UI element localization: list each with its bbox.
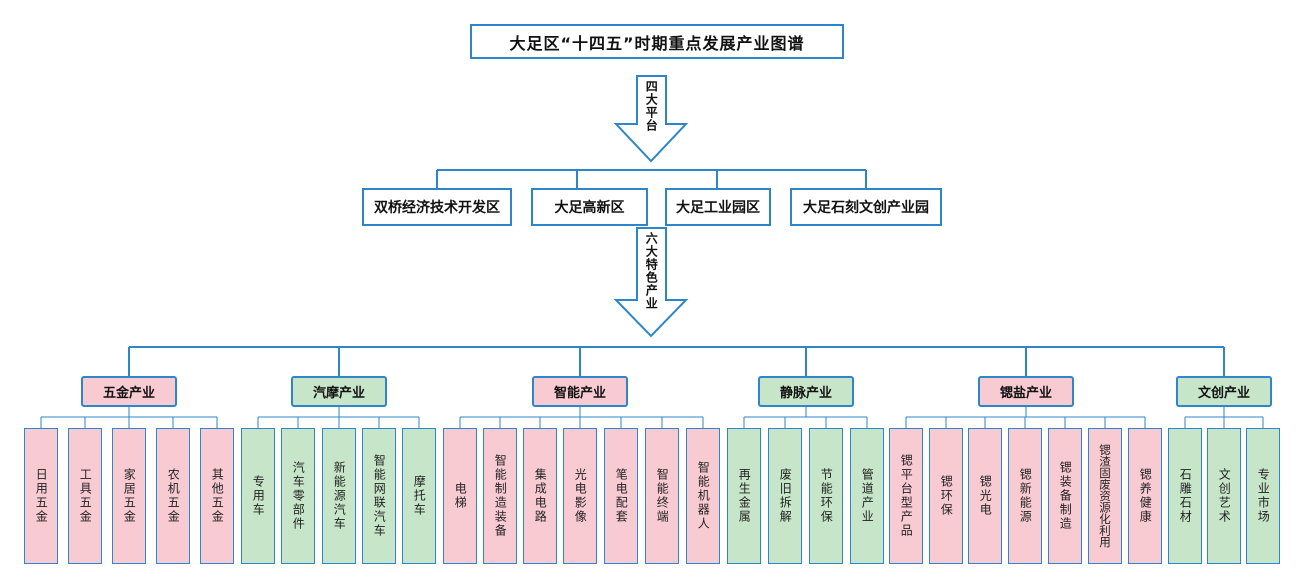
- leaf-item: 家居五金: [112, 428, 146, 564]
- leaf-label: 锶新能源: [1018, 468, 1033, 524]
- leaf-item: 管道产业: [850, 428, 884, 564]
- leaf-label: 新能源汽车: [332, 461, 347, 531]
- leaf-label: 锶环保: [939, 475, 954, 517]
- leaf-item: 文创艺术: [1207, 428, 1241, 564]
- leaf-item: 农机五金: [156, 428, 190, 564]
- platform-shike: 大足石刻文创产业园: [790, 188, 942, 226]
- leaf-item: 智能机器人: [686, 428, 720, 564]
- leaf-item: 新能源汽车: [322, 428, 356, 564]
- leaf-item: 智能终端: [645, 428, 679, 564]
- leaf-label: 智能制造装备: [493, 454, 508, 538]
- platform-gaoxin: 大足高新区: [531, 188, 648, 226]
- leaf-label: 再生金属: [737, 468, 752, 524]
- leaf-label: 农机五金: [166, 468, 181, 524]
- leaf-label: 笔电配套: [614, 468, 629, 524]
- platform-gongye: 大足工业园区: [665, 188, 771, 226]
- leaf-item: 锶光电: [968, 428, 1002, 564]
- leaf-label: 智能机器人: [696, 461, 711, 531]
- leaf-item: 笔电配套: [604, 428, 638, 564]
- leaf-item: 智能制造装备: [483, 428, 517, 564]
- leaf-label: 其他五金: [210, 468, 225, 524]
- leaf-item: 智能网联汽车: [362, 428, 396, 564]
- arrow-down-icon: [613, 227, 689, 338]
- leaf-label: 锶养健康: [1138, 468, 1153, 524]
- leaf-label: 文创艺术: [1217, 468, 1232, 524]
- leaf-label: 锶装备制造: [1058, 461, 1073, 531]
- leaf-label: 日用五金: [34, 468, 49, 524]
- leaf-label: 锶平台型产品: [899, 454, 914, 538]
- leaf-item: 光电影像: [563, 428, 597, 564]
- arrow-label-industries: 六大特色产业: [644, 232, 659, 310]
- leaf-label: 光电影像: [573, 468, 588, 524]
- leaf-label: 摩托车: [412, 475, 427, 517]
- leaf-label: 锶光电: [978, 475, 993, 517]
- leaf-item: 集成电路: [523, 428, 557, 564]
- leaf-label: 管道产业: [860, 468, 875, 524]
- leaf-item: 节能环保: [809, 428, 843, 564]
- leaf-label: 智能网联汽车: [372, 454, 387, 538]
- leaf-item: 电梯: [443, 428, 477, 564]
- category-jingmai: 静脉产业: [758, 376, 854, 407]
- leaf-label: 专用车: [251, 475, 266, 517]
- leaf-item: 汽车零部件: [281, 428, 315, 564]
- leaf-label: 节能环保: [819, 468, 834, 524]
- leaf-item: 其他五金: [200, 428, 234, 564]
- leaf-label: 废旧拆解: [778, 468, 793, 524]
- leaf-item: 锶环保: [929, 428, 963, 564]
- leaf-item: 再生金属: [727, 428, 761, 564]
- category-zhineng: 智能产业: [532, 376, 628, 407]
- leaf-item: 专业市场: [1246, 428, 1280, 564]
- category-wenchuang: 文创产业: [1176, 376, 1272, 407]
- arrow-down-icon: [613, 75, 689, 163]
- leaf-label: 专业市场: [1256, 468, 1271, 524]
- leaf-label: 电梯: [453, 482, 468, 510]
- leaf-item: 锶平台型产品: [889, 428, 923, 564]
- category-wujin: 五金产业: [81, 376, 177, 407]
- leaf-label: 家居五金: [122, 468, 137, 524]
- leaf-label: 智能终端: [655, 468, 670, 524]
- leaf-item: 石雕石材: [1168, 428, 1202, 564]
- leaf-item: 锶养健康: [1128, 428, 1162, 564]
- platform-shuangqiao: 双桥经济技术开发区: [362, 188, 512, 226]
- leaf-item: 锶装备制造: [1048, 428, 1082, 564]
- leaf-label: 锶渣固废资源化利用: [1098, 444, 1113, 548]
- leaf-item: 摩托车: [402, 428, 436, 564]
- category-siyan: 锶盐产业: [978, 376, 1074, 407]
- arrow-label-platforms: 四大平台: [644, 80, 659, 132]
- leaf-item: 工具五金: [68, 428, 102, 564]
- leaf-label: 石雕石材: [1178, 468, 1193, 524]
- leaf-item: 专用车: [241, 428, 275, 564]
- leaf-item: 日用五金: [24, 428, 58, 564]
- leaf-label: 工具五金: [78, 468, 93, 524]
- leaf-label: 汽车零部件: [291, 461, 306, 531]
- leaf-label: 集成电路: [533, 468, 548, 524]
- leaf-item: 锶新能源: [1008, 428, 1042, 564]
- diagram-title: 大足区“十四五”时期重点发展产业图谱: [470, 24, 844, 59]
- leaf-item: 废旧拆解: [768, 428, 802, 564]
- leaf-item: 锶渣固废资源化利用: [1088, 428, 1122, 564]
- category-qimo: 汽摩产业: [291, 376, 387, 407]
